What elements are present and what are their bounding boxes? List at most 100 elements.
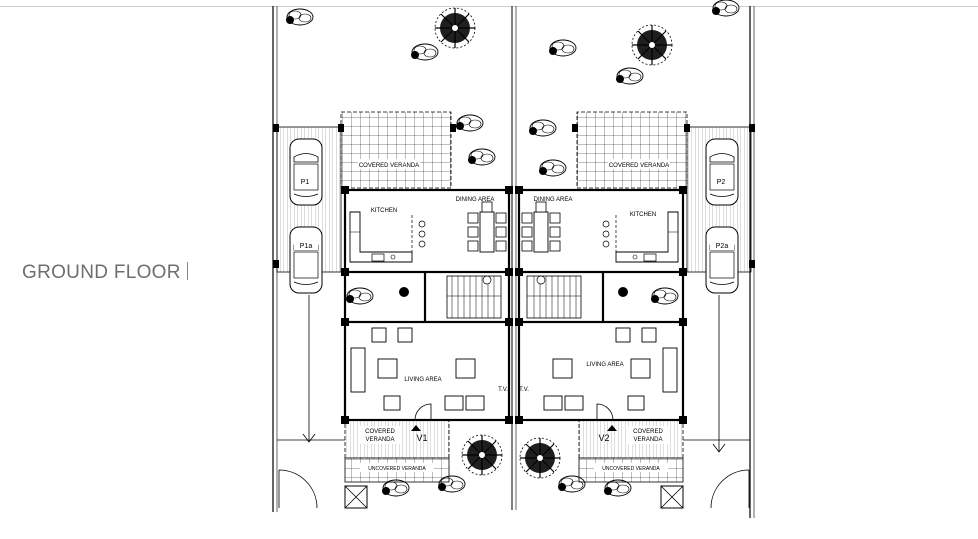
chair-icon	[495, 226, 507, 238]
tv-label: T.V.	[519, 387, 529, 393]
bush-icon	[345, 287, 374, 305]
covered-veranda-top-2	[576, 111, 688, 189]
uncovered-veranda-label: UNCOVERED VERANDA	[368, 466, 426, 472]
chair-icon	[467, 240, 479, 252]
chair-icon	[481, 201, 493, 213]
bush-icon	[615, 67, 644, 85]
floor-heading: GROUND FLOOR	[22, 262, 188, 284]
chair-icon	[549, 226, 561, 238]
living-area-label: LIVING AREA	[404, 377, 441, 383]
chair-icon	[535, 201, 547, 213]
chair-icon	[495, 212, 507, 224]
parking-label: P1	[301, 179, 310, 186]
bush-icon	[548, 39, 577, 57]
car-icon	[705, 138, 739, 206]
chair-icon	[495, 240, 507, 252]
sink-icon	[371, 253, 385, 262]
staircase	[526, 275, 582, 319]
unit-tag: V1	[416, 433, 427, 443]
car-icon	[705, 226, 739, 294]
armchair-icon	[615, 327, 631, 343]
tree-icon	[519, 437, 561, 479]
plot-boundary	[272, 6, 755, 518]
kitchen-counter	[615, 211, 679, 263]
kitchen-label: KITCHEN	[371, 208, 397, 214]
chair-icon	[521, 226, 533, 238]
dining-table	[533, 211, 549, 253]
dining-label: DINING AREA	[534, 197, 573, 203]
parking-label: P1a	[300, 243, 313, 250]
bush-icon	[467, 148, 496, 166]
covered-veranda-label: COVERED VERANDA	[609, 163, 669, 169]
bush-icon	[455, 114, 484, 132]
utility-box	[660, 485, 684, 509]
parking-label: P2a	[716, 243, 729, 250]
living-area-label: LIVING AREA	[586, 362, 623, 368]
staircase	[446, 275, 502, 319]
armchair-icon	[371, 327, 387, 343]
armchair-icon	[641, 327, 657, 343]
covered-veranda-label: COVERED VERANDA	[359, 163, 419, 169]
chair-icon	[549, 212, 561, 224]
gate-swing	[710, 469, 750, 509]
armchair-icon	[627, 395, 645, 411]
sofa-icon	[350, 347, 366, 393]
stool-icon	[602, 240, 610, 248]
stool-icon	[418, 230, 426, 238]
bush-icon	[538, 159, 567, 177]
chair-icon	[467, 212, 479, 224]
bush-icon	[711, 0, 740, 17]
covered-veranda-label: VERANDA	[633, 437, 662, 443]
stool-icon	[418, 240, 426, 248]
kitchen-counter	[349, 211, 413, 263]
chair-icon	[467, 226, 479, 238]
armchair-icon	[383, 395, 401, 411]
dining-table	[479, 211, 495, 253]
tree-icon	[434, 7, 476, 49]
parking-label: P2	[717, 179, 726, 186]
tv-label: T.V.	[498, 387, 508, 393]
door-swing	[414, 403, 432, 421]
bush-icon	[410, 43, 439, 61]
arrow-down-icon	[302, 433, 316, 443]
utility-box	[344, 485, 368, 509]
side-table	[552, 358, 573, 379]
armchair-icon	[543, 395, 563, 411]
armchair-icon	[465, 395, 485, 411]
covered-veranda-top-1	[340, 111, 452, 189]
side-table	[455, 358, 476, 379]
entrance-arrow-icon	[607, 425, 617, 431]
landscaping	[285, 0, 740, 497]
sofa-icon	[662, 347, 678, 393]
armchair-icon	[564, 395, 584, 411]
dining-label: DINING AREA	[456, 197, 495, 203]
chair-icon	[521, 212, 533, 224]
bush-icon	[650, 287, 679, 305]
door-swing	[596, 403, 614, 421]
car-icon	[289, 226, 323, 294]
stool-icon	[602, 230, 610, 238]
coffee-table	[377, 358, 398, 379]
armchair-icon	[444, 395, 464, 411]
bush-icon	[285, 8, 314, 26]
floor-title: GROUND FLOOR	[22, 262, 181, 283]
arrow-down-icon	[712, 443, 726, 453]
stool-icon	[602, 220, 610, 228]
covered-veranda-label: COVERED	[365, 429, 395, 435]
armchair-icon	[397, 327, 413, 343]
chair-icon	[521, 240, 533, 252]
bush-icon	[528, 119, 557, 137]
kitchen-label: KITCHEN	[630, 212, 656, 218]
uncovered-veranda-label: UNCOVERED VERANDA	[602, 466, 660, 472]
covered-veranda-label: COVERED	[633, 429, 663, 435]
coffee-table	[630, 358, 651, 379]
unit-2-labels: COVERED VERANDA P2 P2a KITCHEN DINING AR…	[519, 159, 734, 472]
wc-icon	[536, 275, 546, 285]
top-rule	[0, 6, 978, 7]
shrub-icon	[399, 287, 409, 297]
sink-icon	[643, 253, 657, 262]
unit-1: COVERED VERANDA P1 P1a KITCHEN	[273, 111, 513, 509]
chair-icon	[549, 240, 561, 252]
stool-icon	[418, 220, 426, 228]
